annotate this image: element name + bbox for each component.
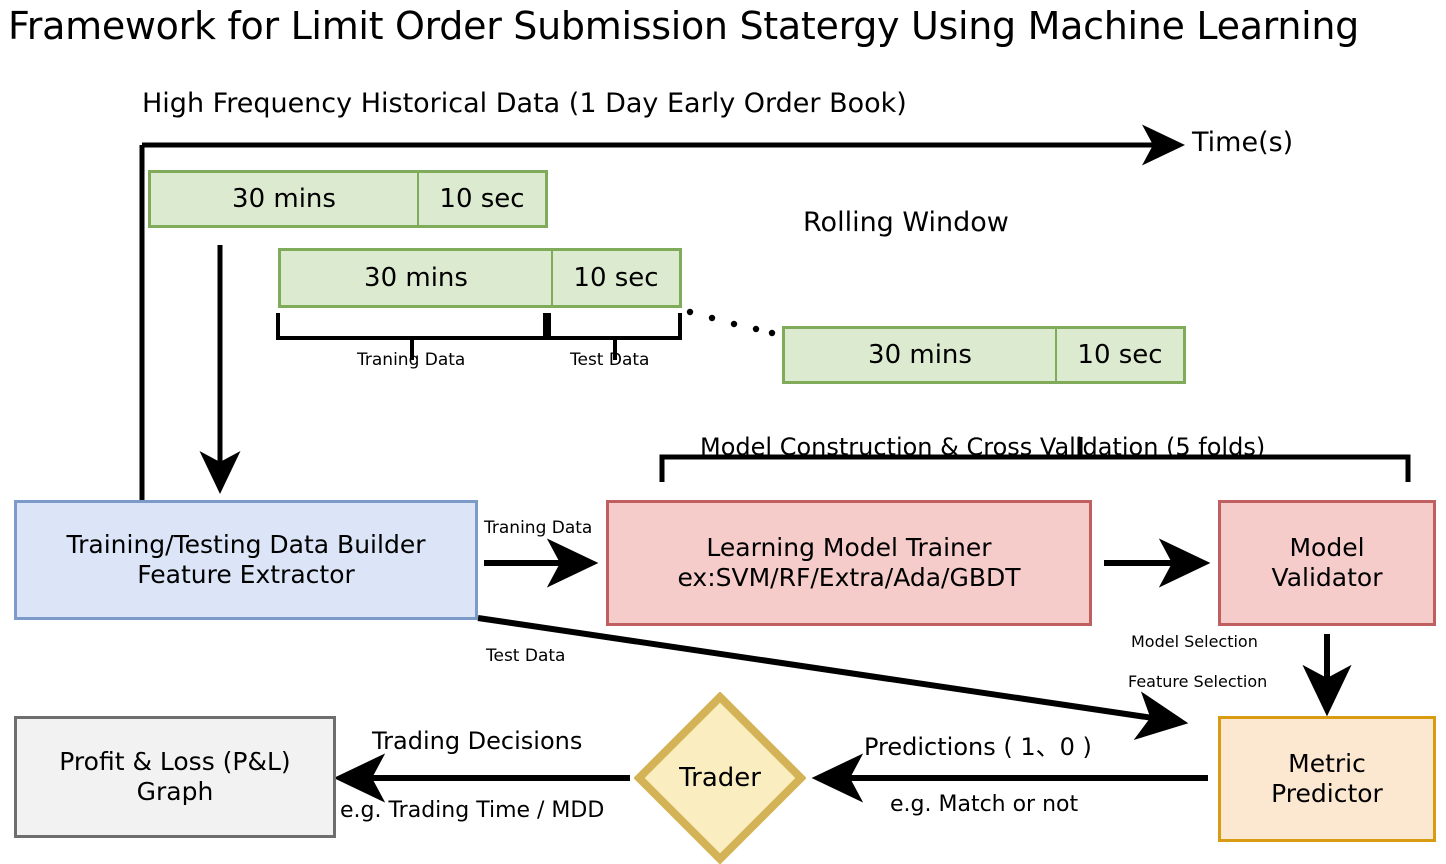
rolling-window-2: 30 mins 10 sec: [278, 248, 682, 308]
edge-label-predictions: Predictions ( 1、0 ): [864, 733, 1092, 761]
window-2-train-segment: 30 mins: [278, 248, 553, 308]
window-1-train-segment: 30 mins: [148, 170, 419, 228]
metric-predictor-line-2: Predictor: [1271, 779, 1383, 808]
ellipsis-dots: [686, 308, 776, 337]
edge-label-feature-selection: Feature Selection: [1128, 672, 1268, 691]
data-builder-line-1: Training/Testing Data Builder: [66, 529, 426, 559]
trader-node[interactable]: Trader: [634, 692, 806, 864]
pnl-graph-box[interactable]: Profit & Loss (P&L) Graph: [14, 716, 336, 838]
pnl-line-1: Profit & Loss (P&L): [59, 746, 291, 776]
metric-predictor-box[interactable]: Metric Predictor: [1218, 716, 1436, 842]
model-validator-line-2: Validator: [1271, 563, 1383, 592]
training-bracket: [276, 313, 547, 340]
rolling-window-1: 30 mins 10 sec: [148, 170, 548, 228]
model-trainer-line-1: Learning Model Trainer: [706, 532, 992, 562]
data-builder-box[interactable]: Training/Testing Data Builder Feature Ex…: [14, 500, 478, 620]
trader-label: Trader: [679, 763, 761, 793]
test-bracket: [547, 313, 682, 340]
time-axis-label: Time(s): [1192, 127, 1294, 158]
cross-validation-label: Model Construction & Cross Validation (5…: [700, 433, 1266, 461]
data-builder-line-2: Feature Extractor: [137, 560, 355, 589]
rolling-window-label: Rolling Window: [803, 207, 1009, 238]
pnl-line-2: Graph: [136, 777, 214, 806]
window-1-test-segment: 10 sec: [419, 170, 548, 228]
edge-label-trading-time-mdd: e.g. Trading Time / MDD: [340, 798, 605, 823]
test-data-diagonal-arrow: [477, 615, 1189, 741]
training-bracket-label: Traning Data: [357, 350, 466, 370]
test-bracket-label: Test Data: [570, 350, 650, 370]
window-3-train-segment: 30 mins: [782, 326, 1057, 384]
rolling-window-3: 30 mins 10 sec: [782, 326, 1186, 384]
model-validator-line-1: Model: [1289, 532, 1365, 562]
model-trainer-box[interactable]: Learning Model Trainer ex:SVM/RF/Extra/A…: [606, 500, 1092, 626]
window-3-test-segment: 10 sec: [1057, 326, 1186, 384]
model-trainer-line-2: ex:SVM/RF/Extra/Ada/GBDT: [677, 563, 1021, 592]
model-validator-box[interactable]: Model Validator: [1218, 500, 1436, 626]
edge-label-model-selection: Model Selection: [1131, 632, 1258, 651]
timeline-caption: High Frequency Historical Data (1 Day Ea…: [142, 88, 907, 119]
edge-label-trading-decisions: Trading Decisions: [372, 727, 583, 755]
page-title: Framework for Limit Order Submission Sta…: [8, 4, 1359, 48]
edge-label-test-data: Test Data: [486, 646, 566, 666]
window-2-test-segment: 10 sec: [553, 248, 682, 308]
trader-diamond-shape: [634, 692, 806, 864]
edge-label-match-or-not: e.g. Match or not: [890, 792, 1079, 817]
edge-label-training-data: Traning Data: [484, 518, 593, 538]
metric-predictor-line-1: Metric: [1288, 748, 1366, 778]
